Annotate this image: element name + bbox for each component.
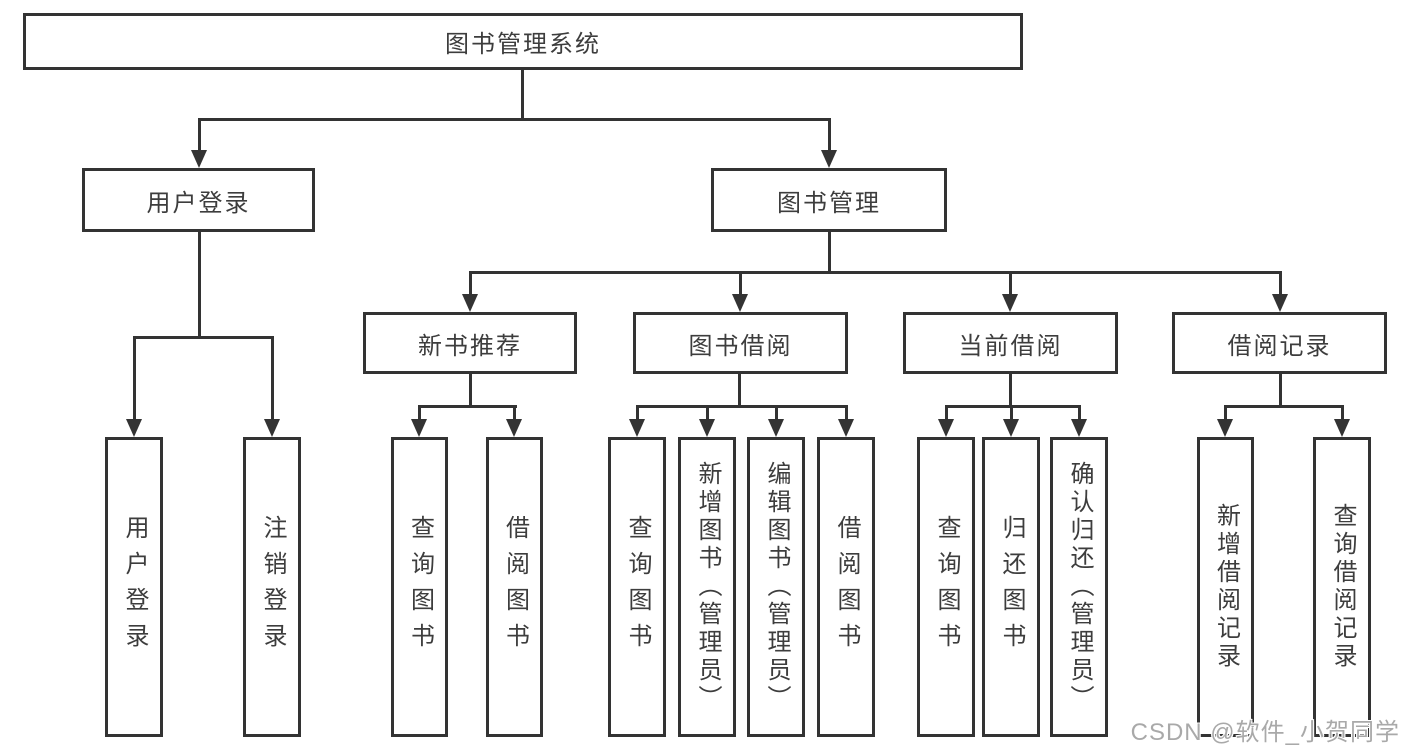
leaf-query-borrow-record: 查询借阅记录 [1313, 437, 1371, 737]
leaf-confirm-return-admin: 确认归还（管理员） [1050, 437, 1108, 737]
connector-line [706, 405, 709, 421]
arrowhead-icon [191, 150, 207, 168]
connector-line [636, 405, 847, 408]
arrowhead-icon [264, 419, 280, 437]
connector-line [418, 405, 517, 408]
arrowhead-icon [1002, 294, 1018, 312]
connector-line [636, 405, 639, 421]
leaf-label: 查询图书 [933, 515, 960, 659]
connector-line [1078, 405, 1081, 421]
leaf-label: 用户登录 [121, 515, 148, 659]
node-current-borrow: 当前借阅 [903, 312, 1118, 374]
arrowhead-icon [938, 419, 954, 437]
leaf-label: 编辑图书（管理员） [763, 461, 790, 713]
connector-line [1341, 405, 1344, 421]
connector-line [1009, 374, 1012, 408]
leaf-label: 确认归还（管理员） [1066, 461, 1093, 713]
node-label: 借阅记录 [1227, 332, 1332, 360]
connector-line [418, 405, 421, 421]
connector-line [198, 118, 831, 121]
connector-line [513, 405, 516, 421]
connector-line [521, 70, 524, 118]
csdn-watermark: CSDN @软件_小贺同学 [1130, 719, 1400, 746]
leaf-query-books: 查询图书 [391, 437, 448, 737]
node-user-login: 用户登录 [82, 168, 315, 232]
arrowhead-icon [732, 294, 748, 312]
node-label: 用户登录 [146, 189, 251, 217]
connector-line [469, 374, 472, 408]
node-label: 新书推荐 [418, 332, 522, 360]
connector-line [1279, 271, 1282, 296]
leaf-label: 新增图书（管理员） [694, 461, 721, 713]
connector-line [133, 336, 136, 421]
connector-line [739, 271, 742, 296]
leaf-label: 查询图书 [624, 515, 651, 659]
arrowhead-icon [768, 419, 784, 437]
arrowhead-icon [411, 419, 427, 437]
leaf-query-books: 查询图书 [608, 437, 666, 737]
arrowhead-icon [462, 294, 478, 312]
node-book-management: 图书管理 [711, 168, 947, 232]
connector-line [133, 336, 274, 339]
connector-line [1010, 405, 1013, 421]
leaf-label: 借阅图书 [833, 515, 860, 659]
leaf-add-book-admin: 新增图书（管理员） [678, 437, 736, 737]
connector-line [828, 232, 831, 274]
connector-line [198, 118, 201, 152]
leaf-query-books: 查询图书 [917, 437, 975, 737]
arrowhead-icon [1272, 294, 1288, 312]
connector-line [271, 336, 274, 421]
leaf-return-books: 归还图书 [982, 437, 1040, 737]
node-book-borrow: 图书借阅 [633, 312, 848, 374]
connector-line [845, 405, 848, 421]
leaf-label: 查询图书 [406, 515, 434, 659]
leaf-edit-book-admin: 编辑图书（管理员） [747, 437, 805, 737]
node-label: 图书管理系统 [445, 31, 601, 58]
node-borrow-records: 借阅记录 [1172, 312, 1387, 374]
connector-line [198, 232, 201, 339]
leaf-label: 查询借阅记录 [1329, 503, 1356, 671]
leaf-label: 借阅图书 [501, 515, 529, 659]
leaf-borrow-books: 借阅图书 [486, 437, 543, 737]
arrowhead-icon [699, 419, 715, 437]
arrowhead-icon [1334, 419, 1350, 437]
arrowhead-icon [126, 419, 142, 437]
connector-line [945, 405, 948, 421]
leaf-user-login: 用户登录 [105, 437, 163, 737]
leaf-label: 新增借阅记录 [1212, 503, 1240, 671]
arrowhead-icon [1071, 419, 1087, 437]
connector-line [738, 374, 741, 408]
arrowhead-icon [838, 419, 854, 437]
leaf-logout: 注销登录 [243, 437, 301, 737]
leaf-add-borrow-record: 新增借阅记录 [1197, 437, 1254, 737]
connector-line [1224, 405, 1344, 408]
connector-line [775, 405, 778, 421]
node-new-book-recommend: 新书推荐 [363, 312, 577, 374]
connector-line [469, 271, 1282, 274]
arrowhead-icon [1217, 419, 1233, 437]
leaf-label: 归还图书 [998, 515, 1025, 659]
connector-line [1279, 374, 1282, 408]
node-library-system: 图书管理系统 [23, 13, 1023, 70]
leaf-label: 注销登录 [259, 515, 286, 659]
node-label: 图书借阅 [688, 332, 793, 360]
connector-line [828, 118, 831, 152]
connector-line [1009, 271, 1012, 296]
node-label: 当前借阅 [958, 332, 1063, 360]
arrowhead-icon [629, 419, 645, 437]
leaf-borrow-books: 借阅图书 [817, 437, 875, 737]
connector-line [469, 271, 472, 296]
connector-line [1224, 405, 1227, 421]
arrowhead-icon [506, 419, 522, 437]
arrowhead-icon [821, 150, 837, 168]
arrowhead-icon [1003, 419, 1019, 437]
node-label: 图书管理 [777, 189, 881, 217]
connector-line [945, 405, 1081, 408]
